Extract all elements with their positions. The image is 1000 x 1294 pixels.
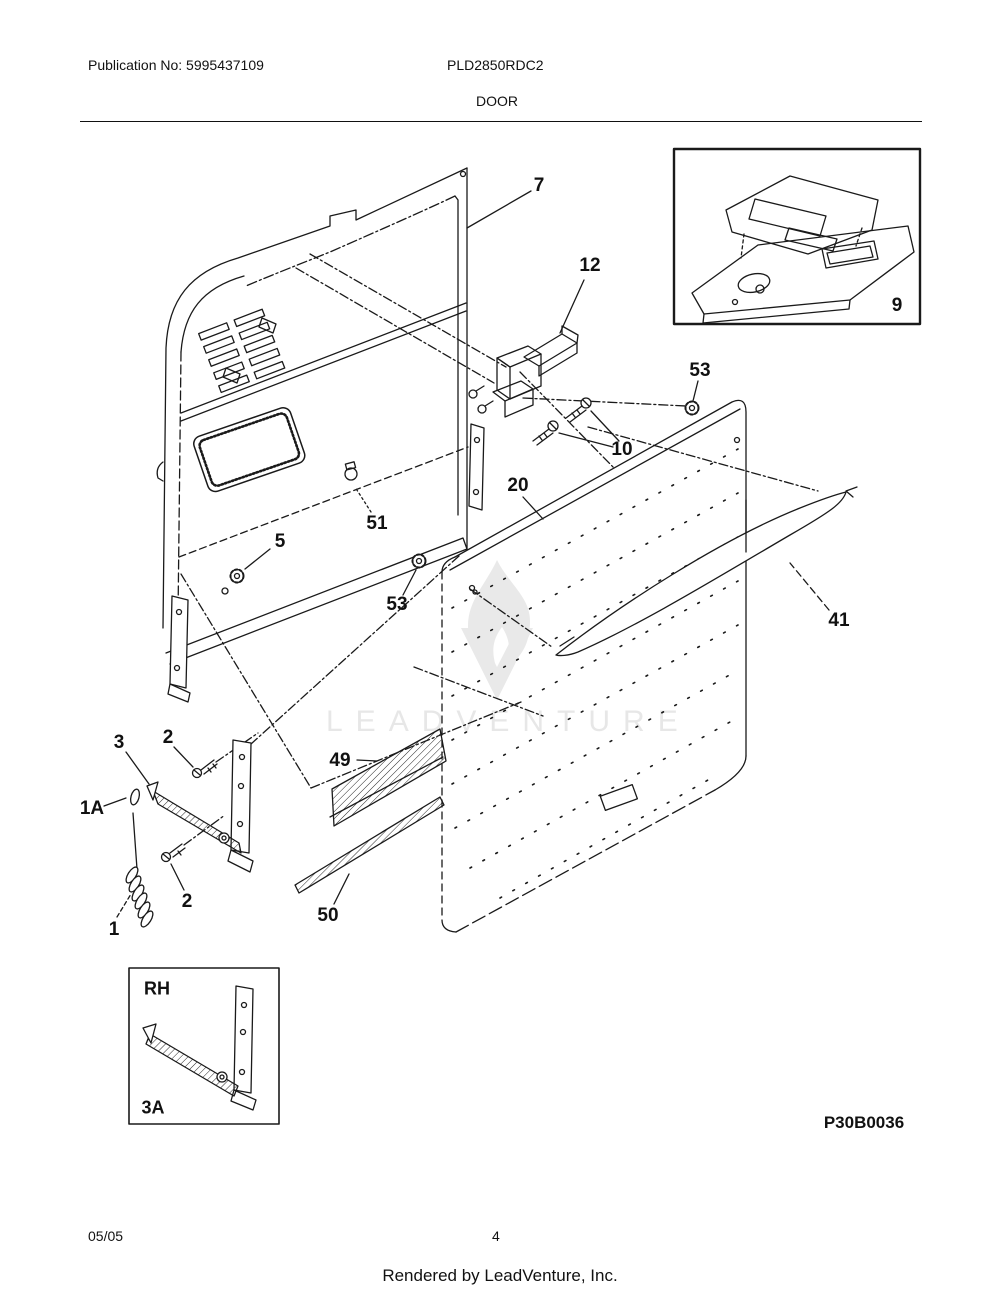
leader-lines xyxy=(103,190,830,918)
rh-hinge-drawing xyxy=(142,985,257,1111)
callout-49: 49 xyxy=(329,750,351,771)
callout-3: 3 xyxy=(113,732,125,753)
section-title: DOOR xyxy=(476,93,518,109)
nut-53-mid xyxy=(411,553,427,569)
latch-screws xyxy=(532,397,592,446)
nut-5 xyxy=(229,568,245,584)
inner-door-panel xyxy=(156,167,485,703)
hinge-inset-box xyxy=(128,967,280,1125)
callout-1: 1 xyxy=(108,919,120,940)
dispenser-inset-box xyxy=(672,147,922,326)
callout-1a: 1A xyxy=(79,798,105,819)
hinge-assembly xyxy=(125,739,254,928)
callout-20: 20 xyxy=(507,475,529,496)
publication-number: Publication No: 5995437109 xyxy=(88,57,264,73)
door-latch xyxy=(468,325,579,418)
spring-1 xyxy=(125,866,154,928)
dispenser-drawing xyxy=(691,175,915,324)
trim-strip-49 xyxy=(329,728,447,827)
callout-10: 10 xyxy=(611,439,633,460)
nut-53-top xyxy=(684,400,700,416)
callout-53-mid: 53 xyxy=(386,594,408,615)
callout-9: 9 xyxy=(891,295,903,316)
callout-5: 5 xyxy=(274,531,286,552)
page-number: 4 xyxy=(492,1228,500,1244)
callout-7: 7 xyxy=(533,175,545,196)
render-credit: Rendered by LeadVenture, Inc. xyxy=(382,1266,618,1285)
model-number: PLD2850RDC2 xyxy=(447,57,544,73)
callout-2-lower: 2 xyxy=(181,891,193,912)
trim-strip-50 xyxy=(294,796,445,894)
header-rule xyxy=(80,121,922,122)
door-handle xyxy=(555,486,858,657)
nameplate xyxy=(599,784,639,812)
panel-texture-dots xyxy=(451,448,739,899)
callout-50: 50 xyxy=(317,905,339,926)
callout-12: 12 xyxy=(579,255,601,276)
clip-51 xyxy=(344,461,358,481)
hinge-pin-1a xyxy=(129,788,141,806)
inset-3a-label: 3A xyxy=(141,1097,165,1118)
outer-door-panel xyxy=(441,399,747,933)
console-recess xyxy=(193,407,306,493)
callout-41: 41 xyxy=(828,610,850,631)
watermark-flame-icon xyxy=(461,560,533,700)
footer-date: 05/05 xyxy=(88,1228,124,1244)
callout-51: 51 xyxy=(366,513,388,534)
inset-rh-label: RH xyxy=(144,978,170,999)
callout-53-top: 53 xyxy=(689,360,711,381)
callout-2-upper: 2 xyxy=(162,727,174,748)
drawing-number: P30B0036 xyxy=(823,1113,905,1132)
